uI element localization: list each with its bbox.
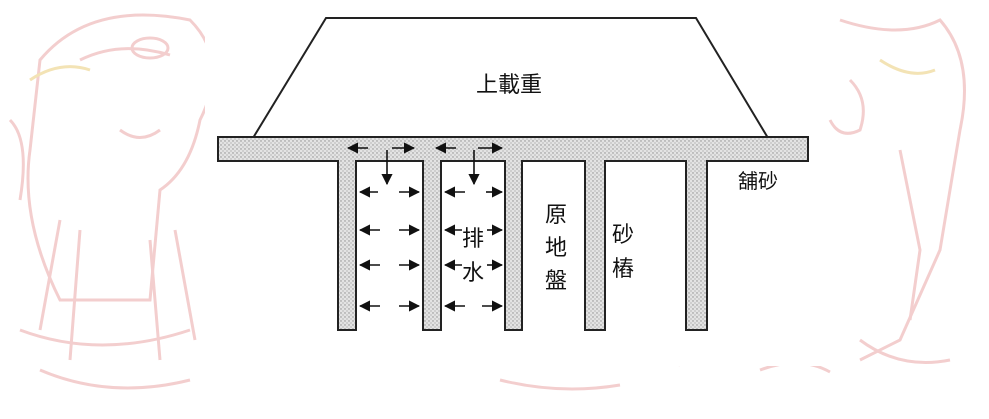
- drainage-label-2: 水: [462, 261, 484, 286]
- sand-blanket-and-piles: [217, 136, 809, 331]
- original-ground-label-1: 原: [545, 203, 567, 228]
- sand-blanket-label: 舖砂: [738, 169, 778, 193]
- sand-pile-label-2: 樁: [612, 257, 634, 282]
- original-ground-label-3: 盤: [545, 269, 567, 294]
- sand-pile-label-1: 砂: [612, 223, 634, 248]
- surcharge-label: 上載重: [476, 73, 542, 98]
- original-ground-label-2: 地: [545, 236, 567, 261]
- drainage-label-1: 排: [462, 227, 484, 252]
